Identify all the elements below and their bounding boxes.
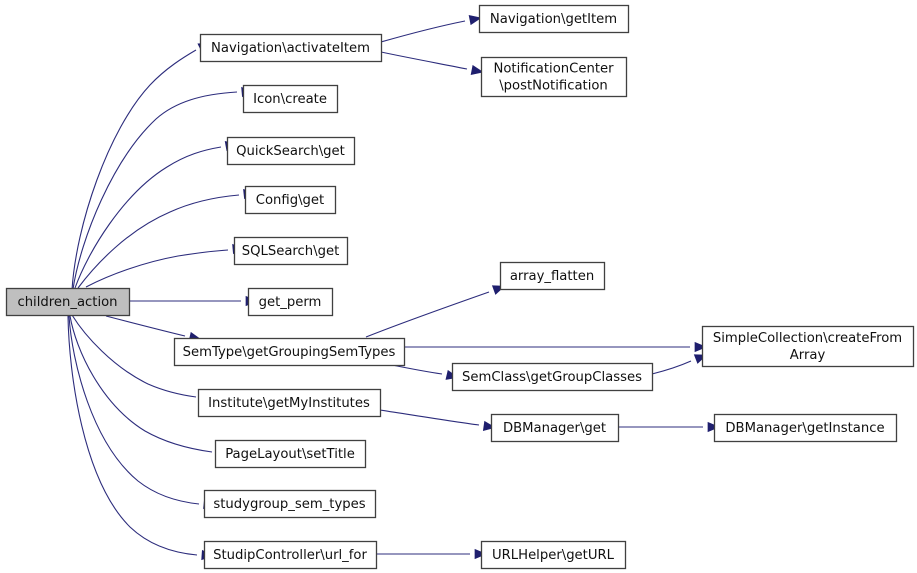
call-edge bbox=[391, 364, 443, 375]
node-box[interactable] bbox=[203, 489, 377, 519]
graph-node-array_flatten[interactable]: array_flatten bbox=[499, 261, 606, 291]
graph-node-quicksearch_get[interactable]: QuickSearch\get bbox=[226, 136, 356, 166]
arrow-head-icon bbox=[468, 15, 482, 26]
node-label: SQLSearch\get bbox=[242, 244, 340, 259]
graph-node-navigation_activateitem[interactable]: Navigation\activateItem bbox=[199, 33, 383, 63]
graph-node-dbmanager_getinstance[interactable]: DBManager\getInstance bbox=[713, 413, 898, 443]
graph-node-children_action[interactable]: children_action bbox=[5, 287, 131, 317]
node-label: StudipController\url_for bbox=[213, 548, 367, 563]
call-edge bbox=[71, 314, 197, 398]
node-label: get_perm bbox=[259, 295, 322, 310]
call-edge bbox=[365, 291, 490, 338]
graph-node-semtype_getgroupingsemtypes[interactable]: SemType\getGroupingSemTypes bbox=[173, 337, 406, 367]
node-label: studygroup_sem_types bbox=[213, 497, 365, 512]
call-edge bbox=[379, 409, 480, 426]
node-box[interactable] bbox=[499, 261, 606, 291]
node-box[interactable] bbox=[490, 413, 620, 443]
graph-node-sqlsearch_get[interactable]: SQLSearch\get bbox=[233, 236, 349, 266]
node-label-line-2: Array bbox=[790, 348, 826, 363]
node-box[interactable] bbox=[242, 84, 339, 114]
node-box[interactable] bbox=[713, 413, 898, 443]
node-box[interactable] bbox=[478, 4, 630, 34]
graph-node-navigation_getitem[interactable]: Navigation\getItem bbox=[478, 4, 630, 34]
graph-node-urlhelper_geturl[interactable]: URLHelper\getURL bbox=[480, 540, 627, 570]
node-label: SemType\getGroupingSemTypes bbox=[183, 345, 396, 360]
node-box[interactable] bbox=[247, 287, 334, 317]
node-label: DBManager\getInstance bbox=[725, 421, 884, 436]
call-edge bbox=[380, 20, 466, 43]
nodes-layer: children_action Navigation\activateItem Na… bbox=[5, 4, 915, 570]
node-label: PageLayout\setTitle bbox=[225, 447, 355, 462]
node-box[interactable] bbox=[451, 362, 654, 392]
node-box[interactable] bbox=[480, 56, 628, 98]
node-box[interactable] bbox=[173, 337, 406, 367]
call-edge bbox=[69, 315, 213, 453]
graph-node-institute_getmyinstitutes[interactable]: Institute\getMyInstitutes bbox=[197, 388, 382, 418]
node-label: SemClass\getGroupClasses bbox=[462, 370, 642, 385]
node-box[interactable] bbox=[480, 540, 627, 570]
graph-node-get_perm[interactable]: get_perm bbox=[247, 287, 334, 317]
node-label: Navigation\getItem bbox=[490, 12, 617, 27]
graph-node-config_get[interactable]: Config\get bbox=[244, 185, 337, 215]
node-box[interactable] bbox=[233, 236, 349, 266]
call-edge bbox=[71, 49, 197, 291]
node-box[interactable] bbox=[226, 136, 356, 166]
call-edge bbox=[77, 194, 240, 289]
call-edge bbox=[85, 249, 229, 288]
node-box[interactable] bbox=[214, 439, 367, 469]
node-box[interactable] bbox=[701, 325, 915, 368]
graph-node-studygroup_sem_types[interactable]: studygroup_sem_types bbox=[203, 489, 377, 519]
node-label-line-2: \postNotification bbox=[499, 79, 608, 94]
node-label: URLHelper\getURL bbox=[492, 548, 615, 563]
call-edge bbox=[380, 51, 468, 70]
node-label: NotificationCenter bbox=[493, 62, 614, 77]
node-box[interactable] bbox=[197, 388, 382, 418]
call-edge bbox=[72, 91, 238, 290]
call-edge bbox=[74, 146, 222, 289]
graph-node-pagelayout_settitle[interactable]: PageLayout\setTitle bbox=[214, 439, 367, 469]
graph-node-icon_create[interactable]: Icon\create bbox=[242, 84, 339, 114]
node-box[interactable] bbox=[199, 33, 383, 63]
call-edge bbox=[651, 360, 692, 375]
call-edge bbox=[67, 315, 198, 556]
arrow-head-icon bbox=[474, 548, 487, 560]
node-box[interactable] bbox=[244, 185, 337, 215]
node-label: Institute\getMyInstitutes bbox=[208, 396, 370, 411]
arrow-head-icon bbox=[707, 421, 720, 433]
arrow-head-icon bbox=[470, 64, 484, 75]
node-box[interactable] bbox=[5, 287, 131, 317]
node-box[interactable] bbox=[203, 540, 378, 570]
node-label: array_flatten bbox=[510, 269, 594, 284]
node-label: Navigation\activateItem bbox=[211, 41, 370, 56]
call-edge bbox=[68, 315, 200, 505]
node-label: QuickSearch\get bbox=[236, 144, 345, 159]
graph-node-dbmanager_get[interactable]: DBManager\get bbox=[490, 413, 620, 443]
node-label: Icon\create bbox=[253, 92, 327, 107]
node-label: Config\get bbox=[256, 193, 324, 208]
node-label: DBManager\get bbox=[503, 421, 606, 436]
graph-node-semclass_getgroupclasses[interactable]: SemClass\getGroupClasses bbox=[451, 362, 654, 392]
node-label: children_action bbox=[17, 295, 117, 310]
graph-node-studipcontroller_url_for[interactable]: StudipController\url_for bbox=[203, 540, 378, 570]
node-label: SimpleCollection\createFrom bbox=[713, 331, 902, 346]
call-edge bbox=[105, 315, 186, 337]
graph-node-notificationcenter_postnotification[interactable]: NotificationCenter \postNotification bbox=[480, 56, 628, 98]
arrow-head-icon bbox=[694, 341, 707, 353]
